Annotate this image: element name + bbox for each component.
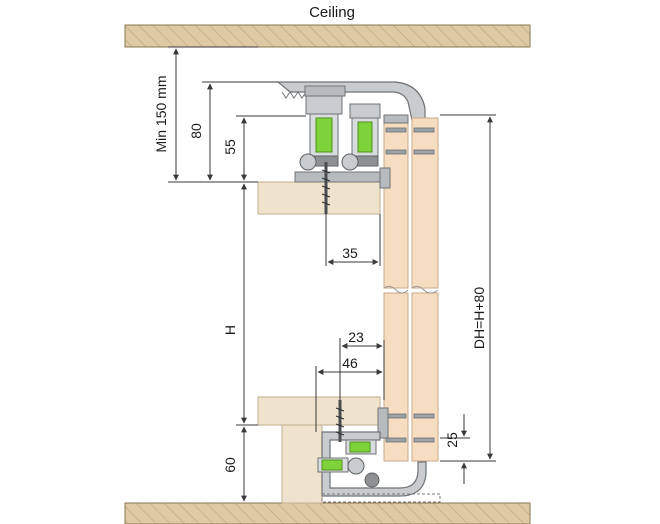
bottom-guide-bracket	[377, 407, 389, 439]
dim-dh-label: DH=H+80	[471, 287, 487, 349]
ceiling-slab	[124, 24, 531, 48]
plinth	[281, 424, 323, 504]
bottom-roller-upper	[345, 439, 377, 455]
upper-hanger-left	[299, 95, 343, 171]
dim-46-label: 46	[342, 355, 358, 371]
bottom-screw	[335, 400, 345, 442]
top-screw	[321, 162, 331, 214]
door-screws	[385, 127, 435, 443]
top-track-bracket	[304, 85, 346, 97]
dimension-lines	[168, 46, 496, 502]
hanger-base-plate	[294, 171, 381, 183]
door-break-back	[411, 285, 439, 294]
bottom-floor-guide	[321, 493, 441, 503]
bottom-roller-lower	[317, 457, 380, 488]
dim-23-label: 23	[348, 329, 364, 345]
bottom-track-profile	[321, 431, 427, 497]
door-panel-back	[411, 117, 439, 462]
ceiling-label: Ceiling	[309, 4, 355, 21]
top-shelf	[257, 181, 381, 215]
dim-min-150-label: Min 150 mm	[153, 75, 169, 152]
floor-slab	[124, 502, 531, 524]
dim-35-label: 35	[342, 245, 358, 261]
door-break-front	[383, 285, 409, 294]
dim-80-label: 80	[188, 123, 204, 139]
upper-hanger-right	[341, 103, 381, 171]
dim-60-label: 60	[222, 457, 238, 473]
dim-h-label: H	[222, 325, 238, 335]
top-guide-block	[379, 167, 391, 189]
top-track-teeth	[281, 91, 307, 99]
bottom-shelf	[257, 396, 381, 426]
dim-55-label: 55	[222, 139, 238, 155]
dim-25-label: 25	[444, 432, 460, 448]
